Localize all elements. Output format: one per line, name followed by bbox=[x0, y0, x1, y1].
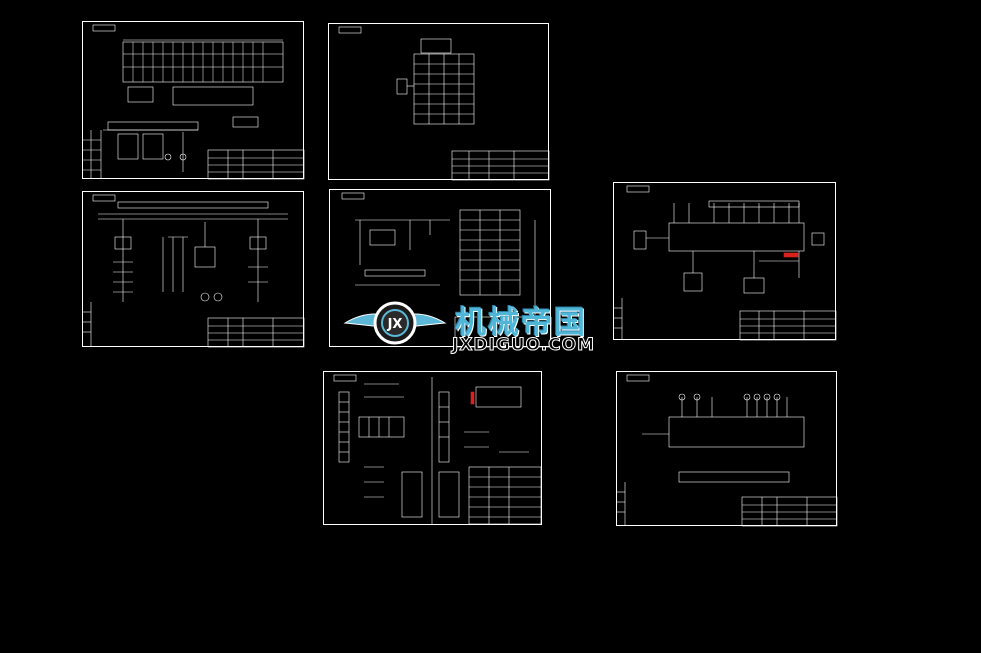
schematic-6 bbox=[333, 374, 542, 525]
drawing-sheet-5 bbox=[613, 182, 837, 341]
highlight-mark-2 bbox=[470, 391, 475, 405]
schematic-7 bbox=[617, 374, 838, 527]
site-watermark: JX 机械帝国 JXDIGUO.COM bbox=[340, 293, 640, 356]
drawing-sheet-6 bbox=[323, 371, 542, 525]
schematic-4 bbox=[341, 192, 552, 348]
svg-text:JX: JX bbox=[387, 317, 403, 332]
winged-gear-logo-icon: JX bbox=[343, 301, 447, 345]
drawing-sheet-1 bbox=[82, 21, 305, 180]
drawing-sheet-2 bbox=[328, 23, 550, 181]
brand-name-cn: 机械帝国 bbox=[455, 305, 587, 341]
schematic-3 bbox=[83, 194, 305, 348]
schematic-1 bbox=[83, 24, 305, 180]
drawing-sheet-3 bbox=[82, 191, 305, 348]
highlight-mark bbox=[783, 252, 799, 258]
brand-url: JXDIGUO.COM bbox=[451, 335, 596, 356]
schematic-2 bbox=[338, 26, 550, 181]
schematic-5 bbox=[614, 185, 837, 341]
drawing-sheet-7 bbox=[616, 371, 838, 527]
